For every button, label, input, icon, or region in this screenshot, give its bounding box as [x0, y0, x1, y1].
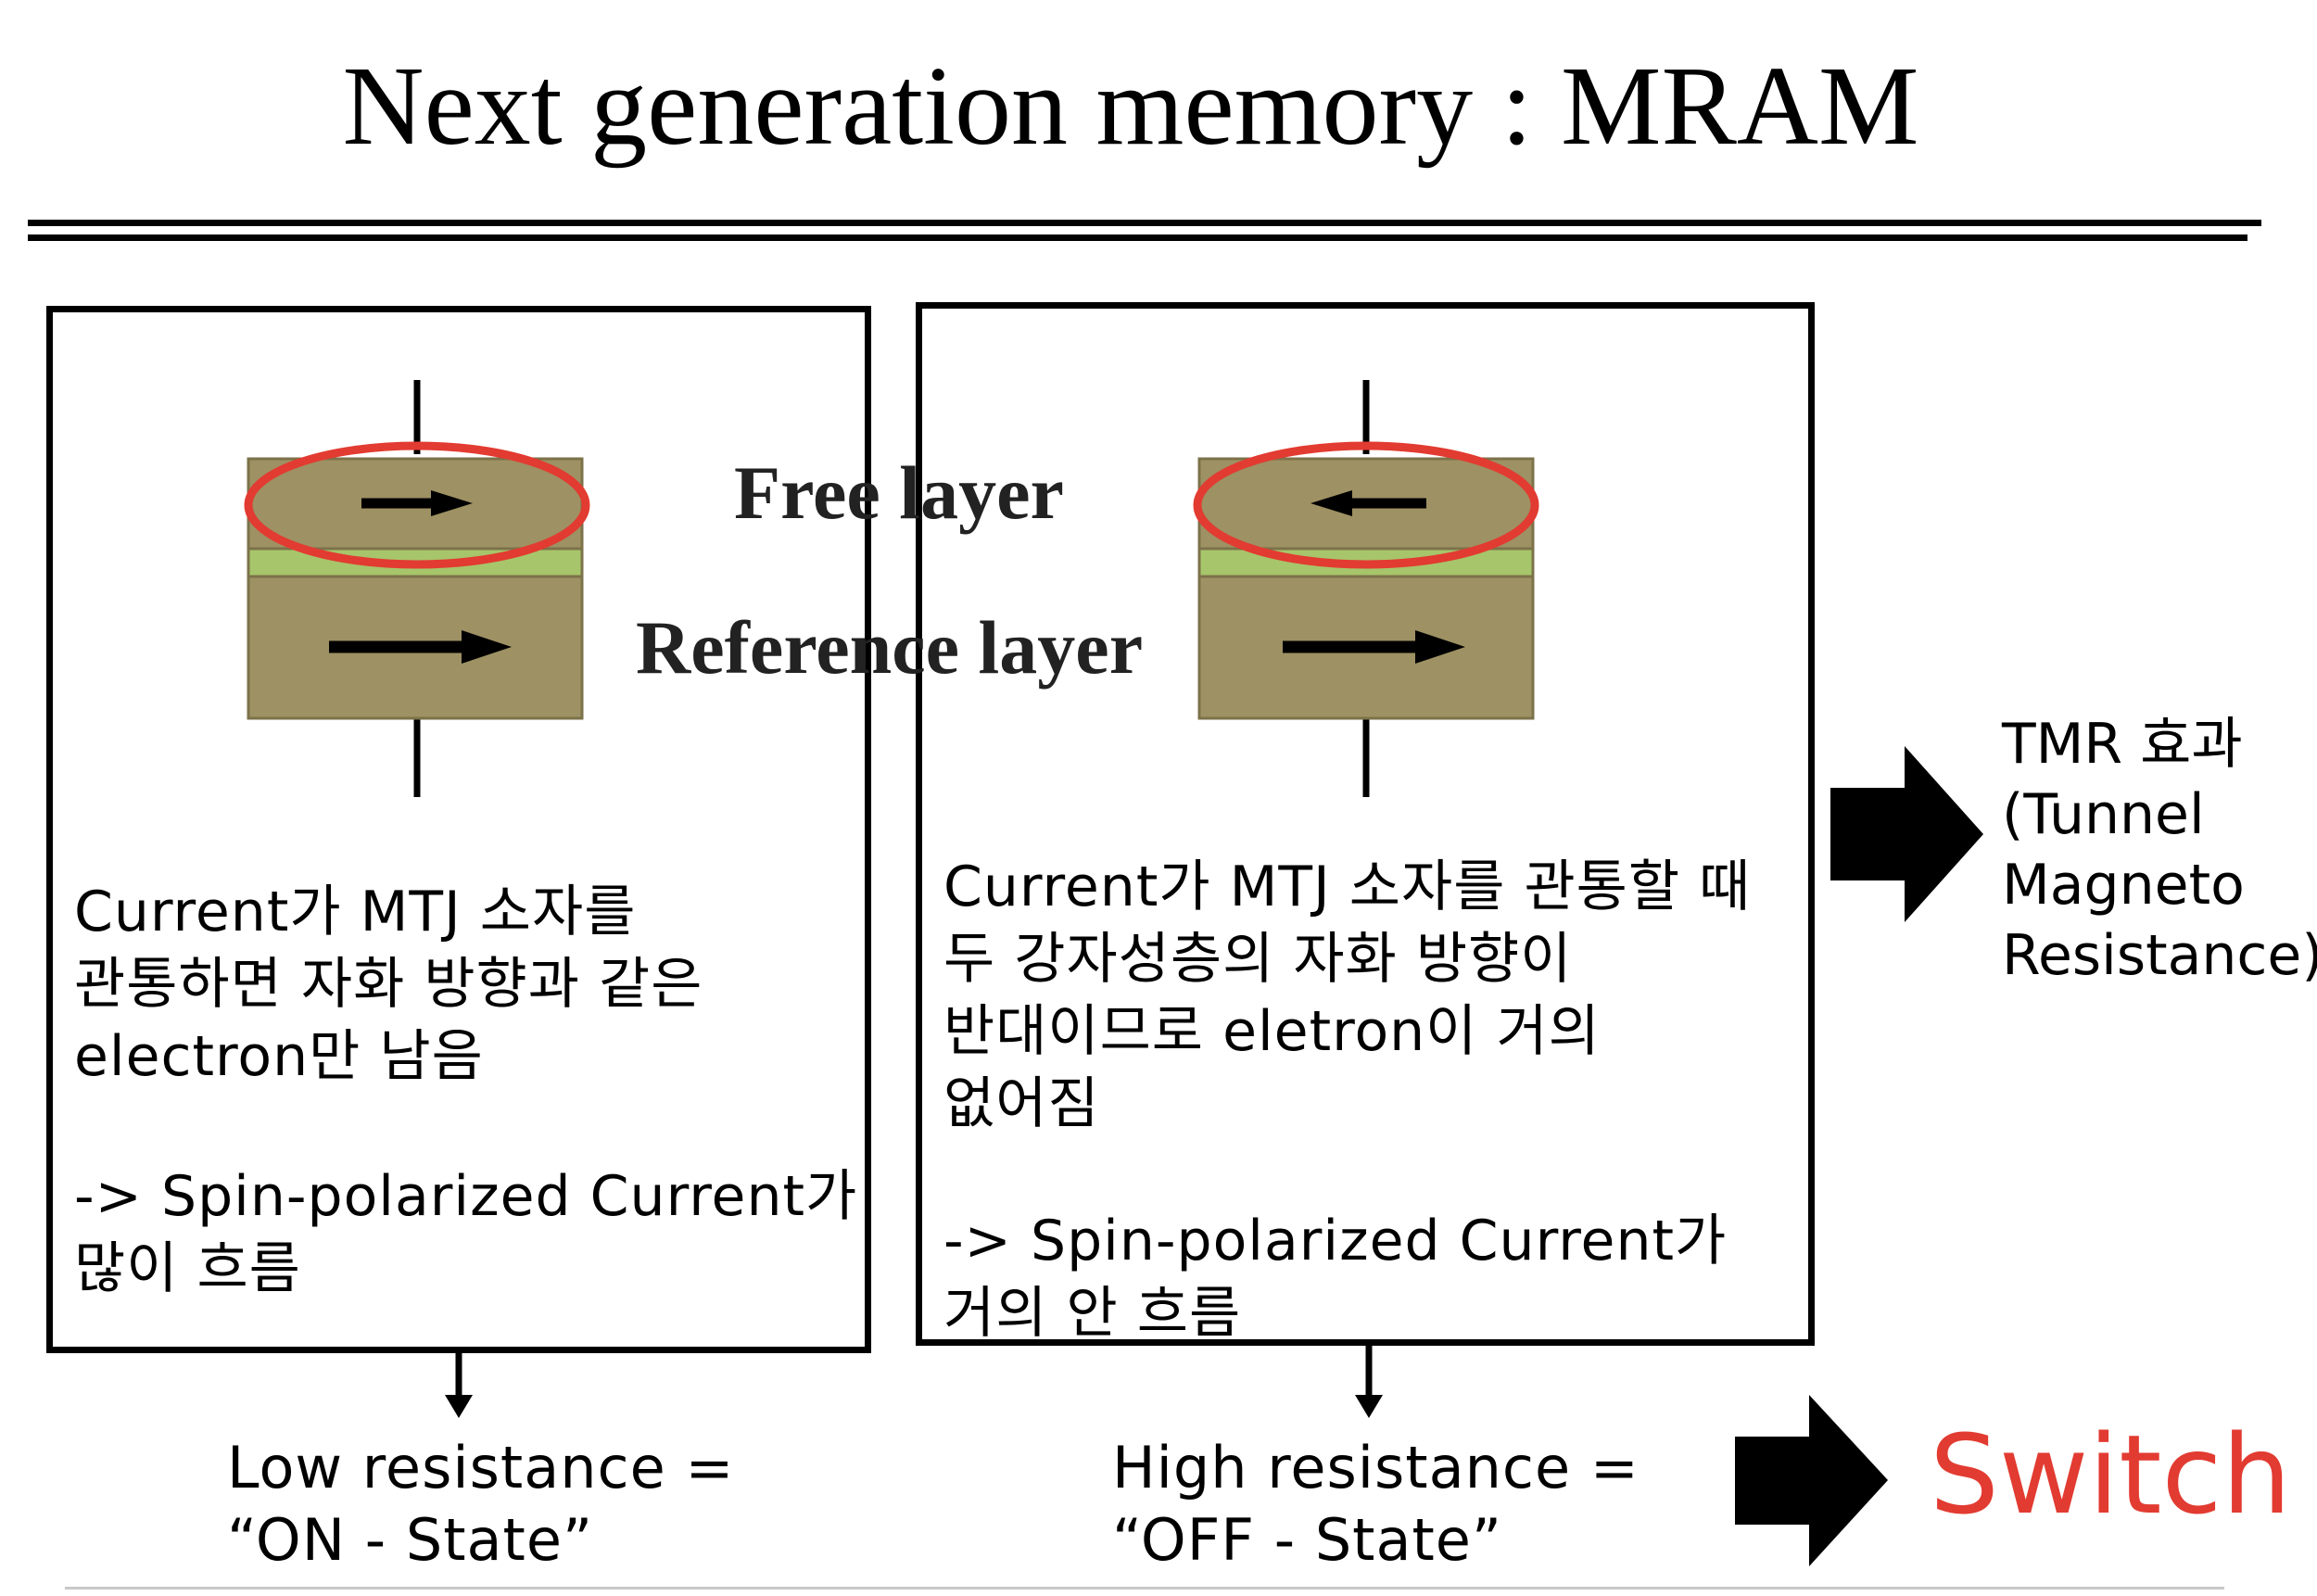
- parallel-result-line: -> Spin-polarized Current가: [74, 1164, 858, 1229]
- reference-arrow-right-icon: [329, 630, 512, 664]
- reference-layer-label: Reference layer: [636, 605, 1144, 690]
- down-arrow-icon: [445, 1349, 473, 1418]
- antiparallel-result: -> Spin-polarized Current가 거의 안 흐름: [943, 1205, 1727, 1349]
- off-state-line: “OFF - State”: [1112, 1506, 1503, 1574]
- tmr-line: Resistance): [2002, 923, 2317, 988]
- tmr-effect-label: TMR 효과 (Tunnel Magneto Resistance): [2002, 709, 2317, 991]
- free-layer-label: Free layer: [734, 450, 1064, 535]
- off-state-label: High resistance = “OFF - State”: [1112, 1432, 1640, 1577]
- right-arrow-icon: [1735, 1395, 1888, 1566]
- on-state-line: “ON - State”: [227, 1506, 594, 1574]
- parallel-result-line: 많이 흐름: [74, 1236, 301, 1301]
- mtj-parallel-diagram: [244, 380, 590, 797]
- tmr-line: Magneto: [2002, 853, 2245, 918]
- tmr-line: (Tunnel: [2002, 782, 2205, 847]
- on-state-line: Low resistance =: [227, 1434, 735, 1501]
- antiparallel-result-line: -> Spin-polarized Current가: [943, 1209, 1728, 1273]
- title-rule-top: [28, 220, 2261, 226]
- page-title: Next generation memory : MRAM: [342, 44, 1919, 169]
- free-layer-highlight-ring: [244, 441, 590, 569]
- antiparallel-description-line: 두 강자성층의 자화 방향이: [943, 927, 1573, 992]
- antiparallel-description-line: Current가 MTJ 소자를 관통할 때: [943, 855, 1752, 919]
- parallel-description-line: Current가 MTJ 소자를: [74, 880, 637, 944]
- parallel-description: Current가 MTJ 소자를 관통하면 자화 방향과 같은 electron…: [74, 876, 703, 1093]
- off-state-line: High resistance =: [1112, 1434, 1640, 1501]
- free-arrow-left-icon: [1310, 490, 1426, 516]
- on-state-label: Low resistance = “ON - State”: [227, 1432, 734, 1577]
- mtj-antiparallel-diagram: [1193, 380, 1539, 797]
- title-rule-bottom: [28, 234, 2247, 241]
- parallel-description-line: 관통하면 자화 방향과 같은: [74, 952, 703, 1017]
- parallel-description-line: electron만 남음: [74, 1024, 484, 1089]
- free-layer-highlight-ring: [1193, 441, 1539, 569]
- free-arrow-right-icon: [361, 490, 473, 516]
- antiparallel-description-line: 없어짐: [943, 1071, 1100, 1136]
- antiparallel-state-panel: [916, 302, 1815, 1346]
- antiparallel-result-line: 거의 안 흐름: [943, 1281, 1242, 1346]
- parallel-result: -> Spin-polarized Current가 많이 흐름: [74, 1160, 857, 1305]
- reference-arrow-right-icon: [1283, 630, 1465, 664]
- right-arrow-icon: [1830, 746, 1983, 922]
- antiparallel-description-line: 반대이므로 eletron이 거의: [943, 999, 1601, 1064]
- down-arrow-icon: [1355, 1344, 1383, 1418]
- bottom-divider: [65, 1587, 2224, 1590]
- antiparallel-description: Current가 MTJ 소자를 관통할 때 두 강자성층의 자화 방향이 반대…: [943, 851, 1751, 1140]
- tmr-line: TMR 효과: [2002, 712, 2243, 777]
- switch-label: Switch: [1930, 1411, 2292, 1539]
